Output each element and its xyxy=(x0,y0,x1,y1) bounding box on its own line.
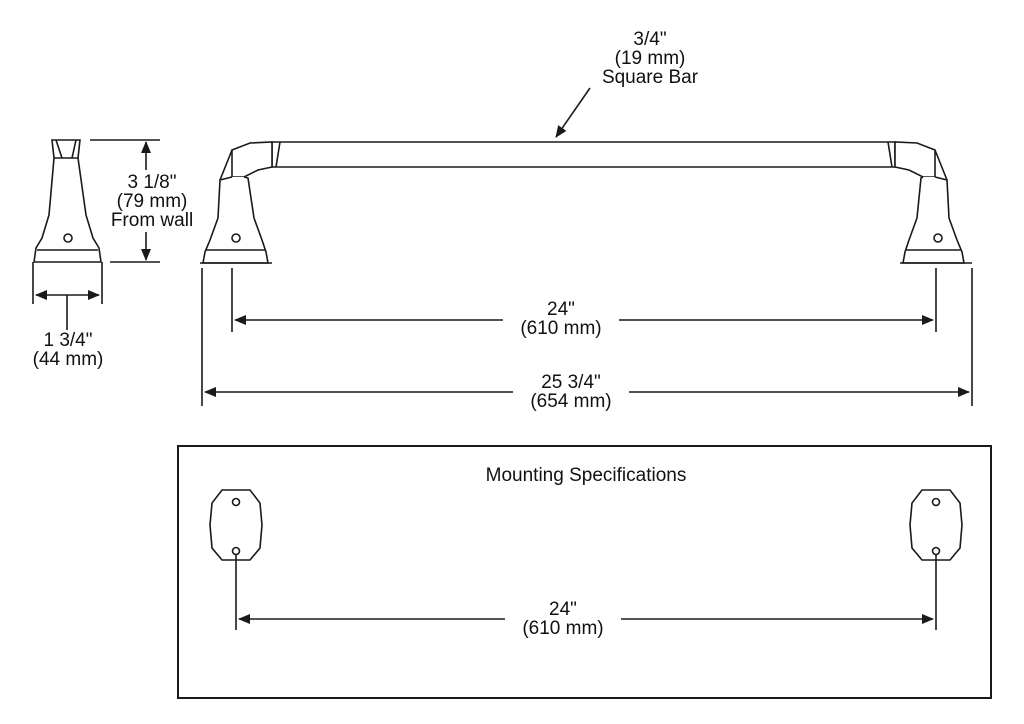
square-bar-label: 3/4" (19 mm) Square Bar xyxy=(590,30,710,87)
center-span-label: 24" (610 mm) xyxy=(503,300,619,338)
mounting-plate-left xyxy=(209,489,263,561)
width-dim-label: 1 3/4" (44 mm) xyxy=(18,331,118,369)
square-bar-leader xyxy=(555,87,591,138)
mounting-title: Mounting Specifications xyxy=(485,465,687,486)
overall-span-metric: (654 mm) xyxy=(530,391,612,412)
side-view-post xyxy=(33,139,102,263)
mounting-span-metric: (610 mm) xyxy=(522,618,604,639)
mounting-span-value: 24" xyxy=(549,599,577,620)
mounting-span-label: 24" (610 mm) xyxy=(505,600,621,638)
square-bar-desc: Square Bar xyxy=(601,67,699,88)
center-span-metric: (610 mm) xyxy=(520,318,602,339)
overall-span-value: 25 3/4" xyxy=(541,372,601,393)
height-dim-metric: (79 mm) xyxy=(116,191,188,212)
width-dim-value: 1 3/4" xyxy=(43,330,93,351)
mounting-spec-box xyxy=(177,445,992,699)
center-span-value: 24" xyxy=(547,299,575,320)
mounting-plate-right xyxy=(909,489,963,561)
overall-span-label: 25 3/4" (654 mm) xyxy=(513,373,629,411)
width-dim-metric: (44 mm) xyxy=(32,349,104,370)
square-bar-metric: (19 mm) xyxy=(614,48,686,69)
square-bar-size: 3/4" xyxy=(633,29,667,50)
height-dim-note: From wall xyxy=(110,210,194,231)
towel-bar-front-view xyxy=(200,141,972,264)
height-dim-label: 3 1/8" (79 mm) From wall xyxy=(102,173,202,230)
height-dim-value: 3 1/8" xyxy=(127,172,177,193)
